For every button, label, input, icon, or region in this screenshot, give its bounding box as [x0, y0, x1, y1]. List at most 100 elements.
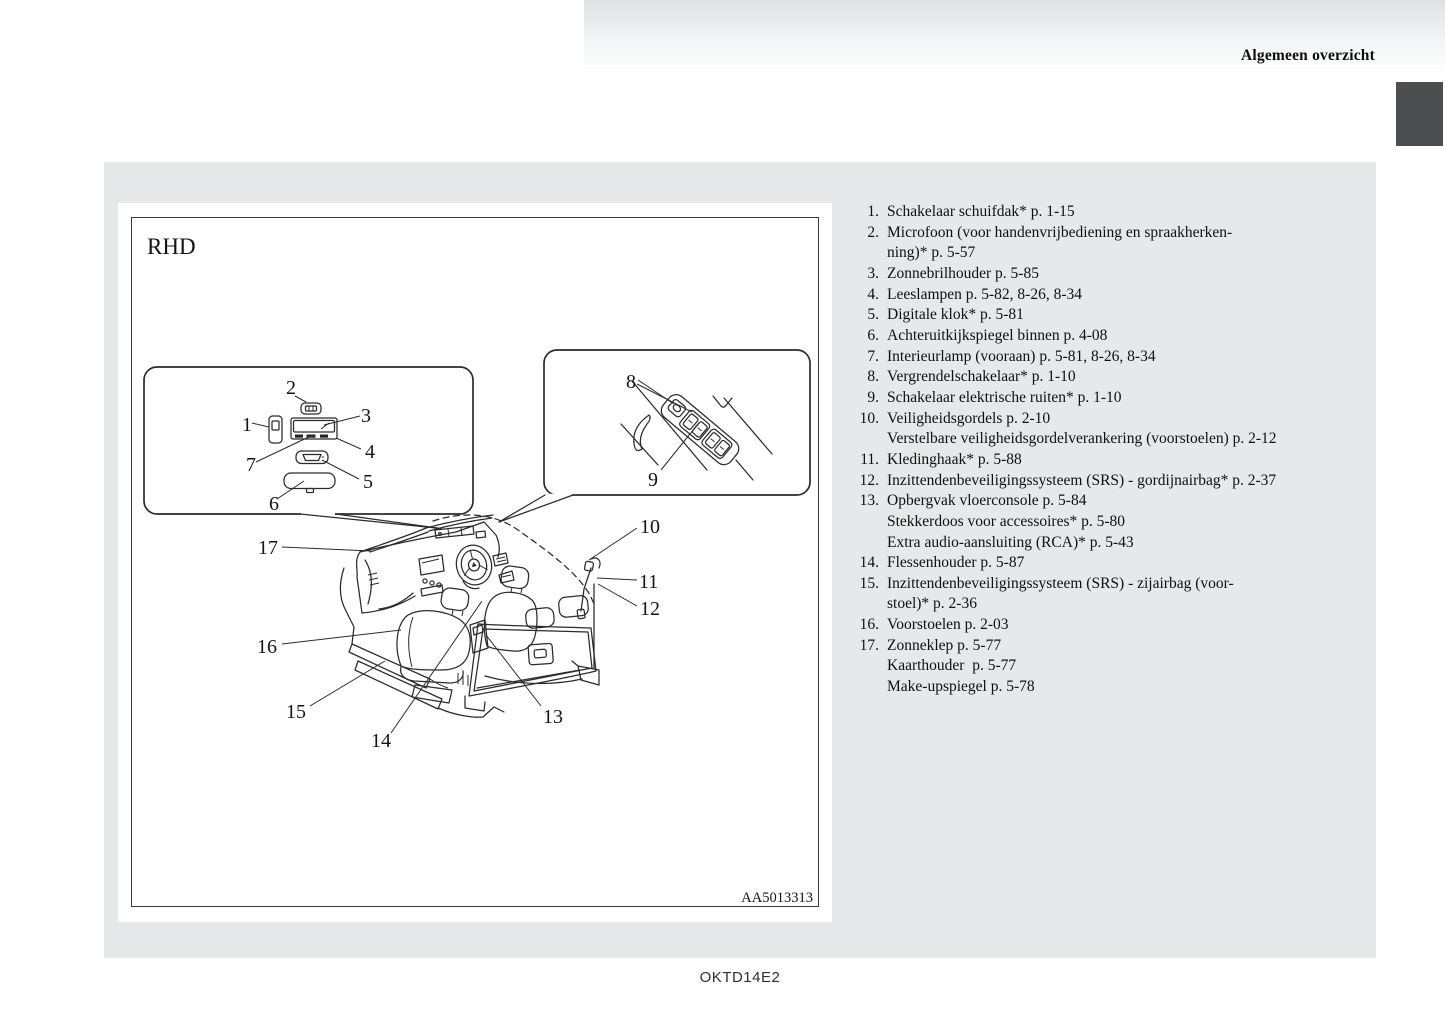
legend-item-text: Schakelaar elektrische ruiten* p. 1-10 — [887, 388, 1122, 406]
legend-item-text: Leeslampen p. 5-82, 8-26, 8-34 — [887, 285, 1082, 303]
curtain-airbag-dashed-line — [432, 514, 596, 607]
figure-code-label: AA5013313 — [741, 890, 813, 906]
legend-item-text: Stekkerdoos voor accessoires* p. 5-80 — [887, 512, 1126, 530]
legend-item-text: Achteruitkijkspiegel binnen p. 4-08 — [887, 326, 1108, 344]
legend-item-number: 10. — [859, 409, 879, 427]
legend-item-number — [852, 512, 879, 533]
legend-line: ning)* p. 5-57 — [852, 243, 1277, 264]
legend-item-number: 5. — [867, 306, 879, 324]
front-seat-far-drawing — [457, 565, 538, 686]
legend-line: 1. Schakelaar schuifdak* p. 1-15 — [852, 202, 1277, 223]
callout-label-8: 8 — [626, 371, 636, 393]
legend-item-text: Flessenhouder p. 5-87 — [887, 554, 1025, 572]
legend-item-number: 16. — [859, 616, 879, 634]
callout-label-4: 4 — [365, 441, 375, 463]
legend-line: 15. Inzittendenbeveiligingssysteem (SRS) … — [852, 574, 1277, 595]
legend-item-number: 14. — [859, 554, 879, 572]
legend-item-text: Veiligheidsgordels p. 2-10 — [887, 409, 1051, 427]
callout-label-11: 11 — [639, 571, 658, 593]
legend-line: 2. Microfoon (voor handenvrijbediening en… — [852, 223, 1277, 244]
legend-item-number — [852, 533, 879, 554]
steering-logo-icon — [471, 562, 477, 568]
callout-label-17: 17 — [258, 537, 278, 559]
sunroof-switch-drawing — [268, 415, 283, 444]
legend-item-text: ning)* p. 5-57 — [887, 244, 976, 262]
legend-item-text: Inzittendenbeveiligingssysteem (SRS) - z… — [887, 574, 1234, 592]
callout-label-14: 14 — [371, 730, 391, 752]
legend-line: 13. Opbergvak vloerconsole p. 5-84 — [852, 491, 1277, 512]
legend-item-text: Extra audio-aansluiting (RCA)* p. 5-43 — [887, 533, 1134, 551]
legend-item-text: Vergrendelschakelaar* p. 1-10 — [887, 368, 1076, 386]
legend-item-text: Inzittendenbeveiligingssysteem (SRS) - g… — [887, 471, 1277, 489]
legend-item-number — [852, 656, 879, 677]
legend-line: 17.Zonneklep p. 5-77 — [852, 636, 1277, 657]
legend-line: 7.Interieurlamp (vooraan) p. 5-81, 8-26,… — [852, 347, 1277, 368]
legend-item-text: Schakelaar schuifdak* p. 1-15 — [887, 203, 1075, 220]
legend-item-text: Make-upspiegel p. 5-78 — [887, 678, 1035, 696]
legend-item-text: Opbergvak vloerconsole p. 5-84 — [887, 492, 1087, 510]
callout-label-1: 1 — [242, 414, 252, 436]
legend-line: Kaarthouder p. 5-77 — [852, 656, 1277, 677]
legend-line: 5. Digitale klok* p. 5-81 — [852, 305, 1277, 326]
steering-wheel-drawing — [455, 544, 493, 586]
legend-item-number: 1. — [867, 203, 879, 220]
car-interior-drawing: 17 16 15 14 13 10 11 12 — [257, 514, 660, 752]
digital-clock-drawing — [295, 450, 329, 465]
legend-item-text: Zonnebrilhouder p. 5-85 — [887, 264, 1039, 282]
callout-label-12: 12 — [640, 598, 660, 620]
legend-item-number: 15. — [859, 574, 879, 592]
callout-label-9: 9 — [648, 469, 658, 491]
header-gradient-band — [584, 0, 1445, 74]
legend-line: 8.Vergrendelschakelaar* p. 1-10 — [852, 367, 1277, 388]
legend-item-number — [852, 243, 879, 264]
leader-lines — [281, 527, 638, 734]
legend-item-number: 11. — [860, 450, 879, 468]
callout-label-16: 16 — [257, 636, 277, 658]
legend-item-text: Interieurlamp (vooraan) p. 5-81, 8-26, 8… — [887, 347, 1156, 365]
callout-label-10: 10 — [640, 516, 660, 538]
legend-item-text: stoel)* p. 2-36 — [887, 595, 977, 613]
legend-line: Extra audio-aansluiting (RCA)* p. 5-43 — [852, 533, 1277, 554]
legend-item-number: 4. — [867, 285, 879, 303]
rearview-mirror-drawing — [283, 472, 336, 494]
document-code: OKTD14E2 — [699, 969, 781, 986]
interior-overview-figure: RHD AA5013313 — [143, 234, 813, 906]
callout-label-15: 15 — [286, 701, 306, 723]
callout-label-3: 3 — [361, 405, 371, 427]
legend-item-text: Voorstoelen p. 2-03 — [887, 616, 1009, 634]
legend-line: 9. Schakelaar elektrische ruiten* p. 1-10 — [852, 388, 1277, 409]
legend-item-text: Digitale klok* p. 5-81 — [887, 306, 1024, 324]
legend-line: 6.Achteruitkijkspiegel binnen p. 4-08 — [852, 326, 1277, 347]
legend-item-number — [852, 594, 879, 615]
rear-seats-and-side-panel-drawing — [464, 595, 600, 712]
overhead-console-callout-box: 2 1 3 4 7 5 6 — [143, 366, 474, 530]
legend-item-number: 2. — [867, 223, 879, 241]
overhead-console-drawing — [290, 417, 338, 440]
legend-list: 1. Schakelaar schuifdak* p. 1-15 2. Microfo… — [852, 202, 1277, 698]
legend-line: 11. Kledinghaak* p. 5-88 — [852, 450, 1277, 471]
callout-label-7: 7 — [246, 454, 256, 476]
door-switches-callout-box: 8 9 — [498, 349, 811, 523]
door-pull-cup — [712, 395, 733, 408]
power-window-switch-panel-drawing — [620, 380, 773, 481]
legend-line: Make-upspiegel p. 5-78 — [852, 677, 1277, 698]
callout-label-13: 13 — [543, 706, 563, 728]
front-seat-near-drawing — [396, 587, 471, 684]
legend-item-number: 13. — [859, 492, 879, 510]
legend-item-text: Zonneklep p. 5-77 — [887, 636, 1002, 654]
legend-item-number: 3. — [867, 264, 879, 282]
legend-item-number: 12. — [859, 471, 879, 489]
figure-box: RHD AA5013313 — [131, 217, 819, 907]
legend-item-text: Kledinghaak* p. 5-88 — [887, 450, 1022, 468]
legend-line: 16. Voorstoelen p. 2-03 — [852, 615, 1277, 636]
callout-label-2: 2 — [286, 377, 296, 399]
legend-line: 3. Zonnebrilhouder p. 5-85 — [852, 264, 1277, 285]
legend-item-number: 9. — [867, 388, 879, 406]
legend-line: stoel)* p. 2-36 — [852, 594, 1277, 615]
page-title: Algemeen overzicht — [1240, 47, 1375, 64]
legend-item-text: Microfoon (voor handenvrijbediening en s… — [887, 223, 1233, 241]
dashboard-drawing — [356, 521, 515, 614]
legend-item-number — [852, 677, 879, 698]
legend-line: Stekkerdoos voor accessoires* p. 5-80 — [852, 512, 1277, 533]
